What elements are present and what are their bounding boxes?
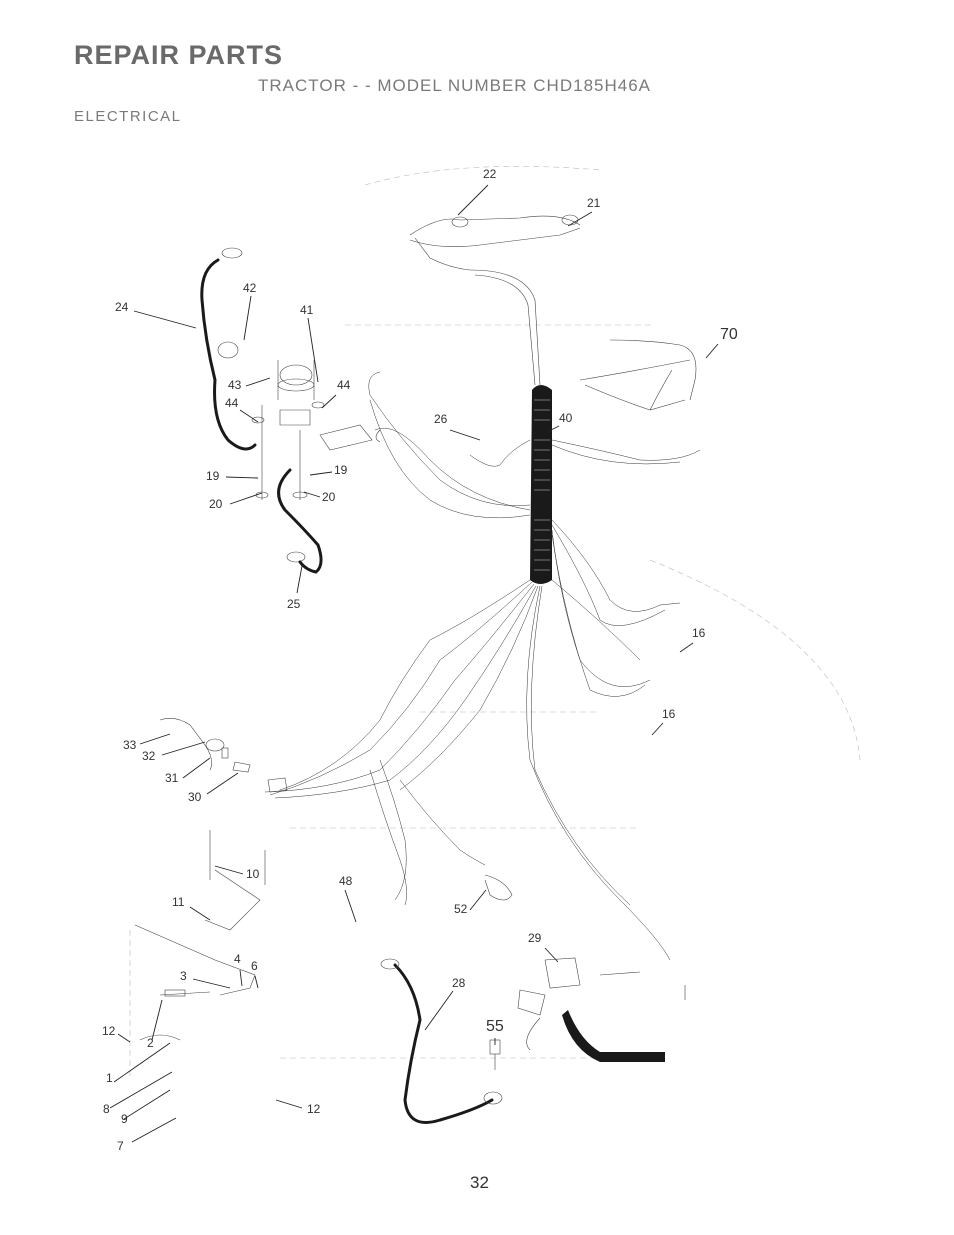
leader-line-26 (449, 429, 481, 441)
leader-line-19 (309, 471, 333, 476)
callout-42: 42 (243, 281, 257, 295)
leader-line-28 (424, 990, 454, 1031)
callout-29: 29 (528, 931, 542, 945)
leader-line-20 (229, 492, 263, 505)
page-subtitle: TRACTOR - - MODEL NUMBER CHD185H46A (258, 76, 652, 95)
callout-70: 70 (720, 326, 738, 343)
leader-line-12 (117, 1033, 131, 1043)
callout-10: 10 (246, 867, 260, 881)
leader-line-25 (296, 565, 303, 594)
callout-33: 33 (123, 738, 137, 752)
callout-41: 41 (300, 303, 314, 317)
callout-16: 16 (692, 626, 706, 640)
callout-20: 20 (209, 497, 223, 511)
callout-28: 28 (452, 976, 466, 990)
page-title: REPAIR PARTS (74, 40, 284, 70)
callout-44: 44 (225, 396, 239, 410)
leader-line-42 (243, 295, 252, 341)
construction-lines (129, 166, 861, 1080)
callout-44: 44 (337, 378, 351, 392)
callout-25: 25 (287, 597, 301, 611)
leader-line-30 (206, 772, 239, 795)
leader-line-44 (239, 409, 259, 423)
leader-line-16 (679, 642, 694, 653)
callout-24: 24 (115, 300, 129, 314)
leader-line-19 (225, 476, 259, 479)
callout-55: 55 (486, 1018, 504, 1035)
callout-20: 20 (322, 490, 336, 504)
leader-line-7 (131, 1117, 177, 1143)
main-harness-sleeve (530, 385, 552, 584)
callout-26: 26 (434, 412, 448, 426)
leader-line-21 (567, 211, 593, 227)
leader-line-22 (457, 184, 489, 216)
callout-8: 8 (103, 1102, 110, 1116)
headlight-wires (409, 214, 581, 386)
leader-line-2 (151, 999, 163, 1041)
page-number: 32 (470, 1173, 489, 1192)
leader-line-8 (109, 1071, 173, 1109)
leader-line-31 (182, 757, 211, 779)
seat-switch-parts (134, 718, 288, 1041)
leader-line-44 (321, 394, 337, 409)
ignition-switch-parts (217, 247, 381, 563)
leader-line-33 (139, 733, 171, 745)
leader-line-16 (651, 722, 664, 736)
leader-line-20 (303, 491, 321, 498)
leader-line-1 (113, 1042, 171, 1083)
battery-cables (200, 258, 323, 574)
leader-line-4 (239, 969, 243, 987)
callout-30: 30 (188, 790, 202, 804)
callout-19: 19 (206, 469, 220, 483)
callout-19: 19 (334, 463, 348, 477)
leader-line-11 (189, 906, 211, 921)
section-heading: ELECTRICAL (74, 108, 182, 125)
callout-31: 31 (165, 771, 179, 785)
callout-21: 21 (587, 196, 601, 210)
callout-52: 52 (454, 902, 468, 916)
callout-11: 11 (172, 895, 185, 909)
leader-line-24 (133, 310, 197, 329)
leader-line-12 (275, 1099, 303, 1109)
leader-line-32 (161, 741, 206, 756)
callout-leader-lines (109, 184, 719, 1143)
callout-43: 43 (228, 378, 242, 392)
leader-line-3 (192, 978, 231, 989)
leader-line-41 (307, 317, 319, 383)
callout-12: 12 (102, 1024, 116, 1038)
harness-wires (264, 339, 701, 961)
callout-48: 48 (339, 874, 353, 888)
leader-line-52 (469, 889, 487, 911)
callout-12: 12 (307, 1102, 321, 1116)
callout-1: 1 (106, 1071, 113, 1085)
callout-3: 3 (180, 969, 187, 983)
leader-line-29 (544, 947, 559, 963)
leader-line-48 (344, 889, 357, 923)
callout-16: 16 (662, 707, 676, 721)
leader-line-70 (705, 343, 719, 359)
leader-line-40 (546, 425, 560, 433)
callout-32: 32 (142, 749, 156, 763)
callout-7: 7 (117, 1139, 124, 1153)
leader-line-10 (214, 865, 244, 875)
callout-22: 22 (483, 167, 497, 181)
lower-cables (380, 874, 686, 1124)
leader-line-43 (245, 377, 271, 387)
leader-line-9 (123, 1089, 171, 1120)
callout-2: 2 (147, 1036, 154, 1050)
callout-40: 40 (559, 411, 573, 425)
callout-6: 6 (251, 959, 258, 973)
leader-line-6 (254, 975, 259, 989)
callout-4: 4 (234, 952, 241, 966)
